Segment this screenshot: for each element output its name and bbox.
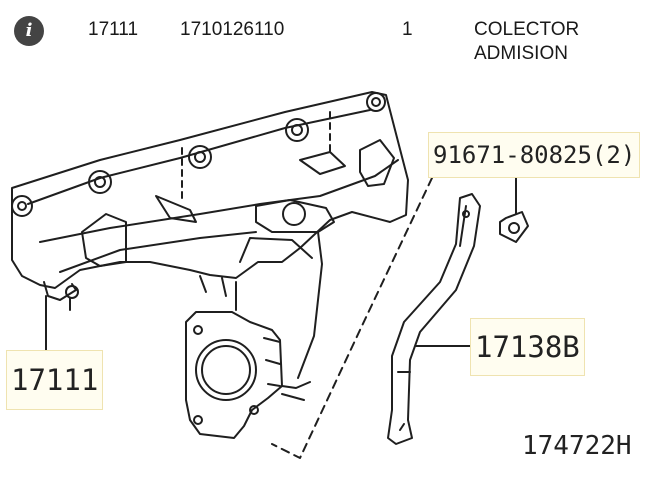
callout-manifold-stay[interactable]: 17138B: [470, 318, 585, 376]
intake-manifold-drawing: [11, 91, 409, 439]
info-icon[interactable]: i: [14, 16, 44, 46]
part-number: 1710126110: [180, 19, 285, 40]
ref-number: 17111: [88, 19, 139, 40]
bolt-drawing: [499, 169, 529, 243]
manifold-stay-drawing: [387, 193, 481, 445]
callout-intake-manifold[interactable]: 17111: [6, 350, 104, 410]
figure-code: 174722H: [522, 431, 632, 461]
dashed-leader: [271, 177, 433, 459]
callout-bolt[interactable]: 91671-80825(2): [428, 132, 641, 178]
description-line-2: ADMISION: [474, 43, 568, 64]
quantity: 1: [402, 19, 413, 40]
parts-diagram: [11, 91, 529, 459]
part-row: i 17111 1710126110 1 COLECTOR ADMISION: [0, 0, 658, 78]
part-description: COLECTOR ADMISION: [474, 18, 654, 66]
description-line-1: COLECTOR: [474, 19, 580, 40]
